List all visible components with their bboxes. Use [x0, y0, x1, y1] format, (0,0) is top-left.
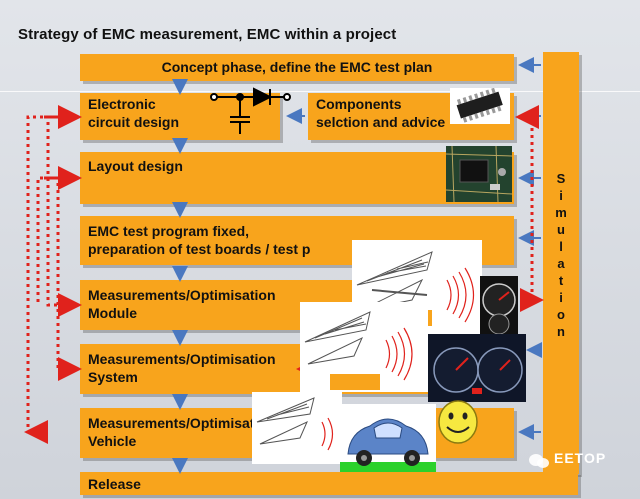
- step-test-program-line2: preparation of test boards / test p: [88, 241, 311, 257]
- step-layout-design: Layout design: [80, 152, 514, 204]
- step-concept-phase: Concept phase, define the EMC test plan: [80, 54, 514, 81]
- car-icon: [340, 404, 436, 472]
- ic-chip-icon: [450, 88, 510, 124]
- watermark-text: EETOP: [554, 450, 607, 466]
- loop-module-upward: [46, 117, 78, 307]
- divider-line: [0, 91, 640, 92]
- step-module-line1: Measurements/Optimisation: [88, 287, 276, 303]
- step-release: Release: [80, 472, 578, 495]
- pcb-board-icon: [446, 146, 512, 202]
- step-components-line1: Components: [316, 96, 402, 112]
- step-layout-label: Layout design: [88, 158, 183, 174]
- orange-patch-system: [330, 374, 380, 390]
- loop-vehicle-to-electronic: [26, 115, 78, 434]
- loop-system-upward: [56, 178, 78, 371]
- antenna-icon-vehicle: [252, 392, 342, 464]
- step-concept-label: Concept phase, define the EMC test plan: [161, 59, 433, 75]
- step-components-line2: selction and advice: [316, 114, 446, 130]
- step-system-line2: System: [88, 369, 138, 385]
- simulation-label: S i m u l a t i o n: [555, 171, 567, 339]
- step-vehicle-line1: Measurements/Optimisation: [88, 415, 276, 431]
- step-test-program-line1: EMC test program fixed,: [88, 223, 250, 239]
- diagram-title: Strategy of EMC measurement, EMC within …: [18, 26, 397, 43]
- smiley-icon: [436, 398, 480, 446]
- dashboard-icon: [428, 334, 526, 402]
- step-electronic-line1: Electronic: [88, 96, 156, 112]
- step-electronic-line2: circuit design: [88, 114, 180, 130]
- speedometer-icon: [480, 276, 518, 338]
- loop-right-components: [522, 115, 534, 300]
- step-system-line1: Measurements/Optimisation: [88, 351, 276, 367]
- wechat-icon: [528, 452, 550, 470]
- step-vehicle-line2: Vehicle: [88, 433, 137, 449]
- circuit-symbol-icon: [210, 87, 291, 134]
- step-module-line2: Module: [88, 305, 137, 321]
- step-release-label: Release: [88, 476, 141, 492]
- step-electronic-design: Electronic circuit design: [80, 93, 280, 140]
- step-test-program: EMC test program fixed, preparation of t…: [80, 216, 514, 265]
- simulation-bar: S i m u l a t i o n: [543, 52, 579, 474]
